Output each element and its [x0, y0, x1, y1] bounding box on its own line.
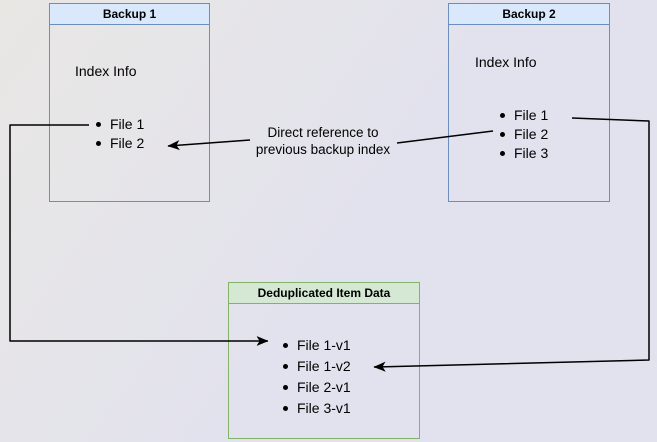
- list-item: File 2: [96, 134, 144, 153]
- bullet-icon: [500, 131, 505, 137]
- dedup-file-list: File 1-v1 File 1-v2 File 2-v1 File 3-v1: [283, 335, 351, 419]
- backup1-file-list: File 1 File 2: [96, 115, 144, 153]
- list-item: File 3: [500, 144, 548, 163]
- list-item: File 3-v1: [283, 398, 351, 419]
- backup1-subtitle: Index Info: [75, 63, 137, 79]
- dedup-title: Deduplicated Item Data: [229, 283, 419, 304]
- file-label: File 1: [514, 107, 549, 123]
- bullet-icon: [96, 121, 101, 127]
- file-label: File 2-v1: [297, 379, 351, 395]
- list-item: File 2: [500, 125, 548, 144]
- bullet-icon: [500, 150, 505, 156]
- direct-reference-label: Direct reference to previous backup inde…: [255, 125, 391, 157]
- bullet-icon: [96, 140, 101, 146]
- file-label: File 1-v1: [297, 337, 351, 353]
- backup1-box: Backup 1 Index Info File 1 File 2: [49, 3, 210, 202]
- dedup-box: Deduplicated Item Data File 1-v1 File 1-…: [228, 282, 420, 439]
- bullet-icon: [283, 384, 288, 390]
- file-label: File 2: [514, 126, 549, 142]
- file-label: File 3: [514, 145, 549, 161]
- file-label: File 3-v1: [297, 400, 351, 416]
- list-item: File 1: [96, 115, 144, 134]
- list-item: File 1: [500, 106, 548, 125]
- bullet-icon: [500, 112, 505, 118]
- list-item: File 2-v1: [283, 377, 351, 398]
- backup2-file-list: File 1 File 2 File 3: [500, 106, 548, 163]
- bullet-icon: [283, 342, 288, 348]
- bullet-icon: [283, 363, 288, 369]
- list-item: File 1-v2: [283, 356, 351, 377]
- backup2-title: Backup 2: [449, 4, 609, 25]
- bullet-icon: [283, 405, 288, 411]
- backup1-title: Backup 1: [50, 4, 209, 25]
- file-label: File 2: [110, 135, 145, 151]
- backup2-subtitle: Index Info: [475, 54, 537, 70]
- list-item: File 1-v1: [283, 335, 351, 356]
- backup2-box: Backup 2 Index Info File 1 File 2 File 3: [448, 3, 610, 202]
- file-label: File 1: [110, 116, 145, 132]
- file-label: File 1-v2: [297, 358, 351, 374]
